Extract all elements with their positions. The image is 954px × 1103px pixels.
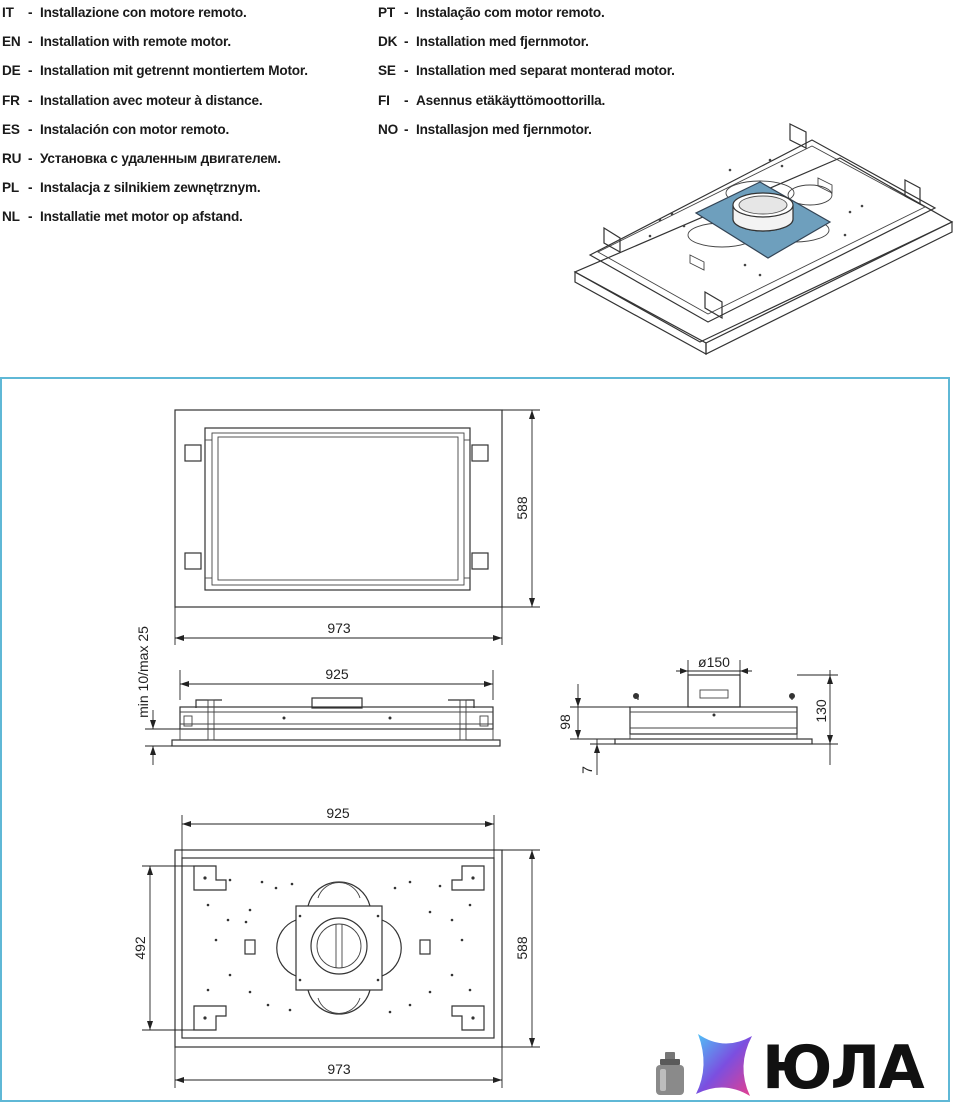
instructions-left: IT-Installazione con motore remoto. EN-I… [2, 0, 308, 232]
weight-icon [656, 1052, 684, 1095]
dim-front-total: 130 [813, 699, 829, 723]
lang-line: RU-Установка с удаленным двигателем. [2, 151, 281, 167]
dim-top-width: 973 [327, 620, 351, 636]
lang-line: SE-Installation med separat monterad mot… [378, 63, 675, 79]
lang-line: IT-Installazione con motore remoto. [2, 5, 247, 21]
top-view [174, 409, 503, 608]
dim-bottom-inner-width: 925 [326, 805, 350, 821]
lang-line: DK-Installation med fjernmotor. [378, 34, 589, 50]
dim-front-flange: 7 [579, 766, 595, 774]
lang-line: NL-Installatie met motor op afstand. [2, 209, 243, 225]
dim-side-width: 925 [325, 666, 349, 682]
bottom-view [174, 849, 503, 1048]
lang-line: NO-Installasjon med fjernmotor. [378, 121, 592, 137]
dim-top-depth: 588 [514, 496, 530, 520]
side-view [171, 697, 501, 747]
brand-star-icon [696, 1034, 752, 1096]
technical-drawings: 588 973 925 min 10/max 25 [132, 409, 838, 1088]
lang-line: FI-Asennus etäkäyttömoottorilla. [378, 92, 606, 108]
front-view [614, 674, 813, 745]
dim-bottom-depth: 588 [514, 936, 530, 960]
instructions-right: PT-Instalação com motor remoto. DK-Insta… [378, 0, 675, 144]
lang-line: FR-Installation avec moteur à distance. [2, 92, 263, 108]
isometric-hood-illustration [573, 123, 954, 356]
dim-duct-diameter: ø150 [698, 654, 730, 670]
dim-bottom-inner-depth: 492 [132, 936, 148, 960]
lang-line: EN-Installation with remote motor. [2, 34, 231, 50]
dim-front-body: 98 [557, 714, 573, 730]
dim-cut-range: min 10/max 25 [135, 626, 151, 718]
lang-line: PT-Instalação com motor remoto. [378, 5, 605, 21]
dim-bottom-width: 973 [327, 1061, 351, 1077]
lang-line: DE-Installation mit getrennt montiertem … [2, 63, 308, 79]
lang-line: ES-Instalación con motor remoto. [2, 121, 230, 137]
brand-name: ЮЛА [762, 1033, 925, 1103]
lang-line: PL-Instalacja z silnikiem zewnętrznym. [2, 180, 261, 196]
